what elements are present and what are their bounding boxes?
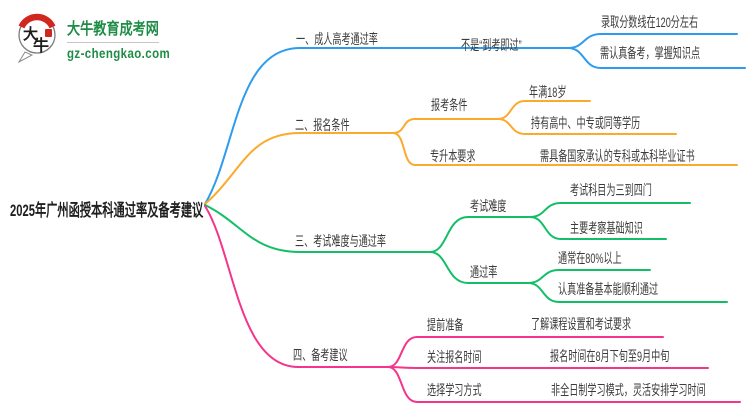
logo-badge-icon: 大 牛 — [17, 13, 56, 64]
leaf-3-over-80pct[interactable]: 通常在80%以上 — [558, 250, 622, 266]
topic-3-difficulty-passrate[interactable]: 三、考试难度与通过率 — [295, 233, 386, 249]
topic-1-note[interactable]: 不是“到考即过” — [461, 37, 522, 53]
branch3-child1-leaf1-line — [529, 202, 691, 218]
branch1-main-line — [204, 47, 569, 205]
leaf-3-basics[interactable]: 主要考察基础知识 — [570, 220, 643, 236]
topic-3-difficulty[interactable]: 考试难度 — [470, 198, 507, 214]
topic-2-requirements[interactable]: 二、报名条件 — [295, 117, 350, 133]
branch3-child1-line — [429, 216, 531, 253]
topic-4-study-mode[interactable]: 选择学习方式 — [427, 382, 482, 398]
leaf-2-diploma[interactable]: 需具备国家承认的专科或本科毕业证书 — [540, 148, 695, 164]
logo-divider — [67, 42, 159, 43]
root-topic[interactable]: 2025年广州函授本科通过率及备考建议 — [10, 201, 204, 220]
topic-4-advice[interactable]: 四、备考建议 — [293, 347, 348, 363]
leaf-4-flexible-study[interactable]: 非全日制学习模式，灵活安排学习时间 — [551, 382, 706, 398]
logo-url[interactable]: gz-chengkao.com — [67, 45, 171, 61]
leaf-3-pass-easily[interactable]: 认真准备基本能顺利通过 — [558, 281, 659, 297]
leaf-2-age-18[interactable]: 年满18岁 — [529, 84, 567, 100]
topic-2-upgrade-requirement[interactable]: 专升本要求 — [430, 148, 476, 164]
branch2-child1-line — [392, 118, 499, 134]
topic-4-prepare-early[interactable]: 提前准备 — [427, 317, 464, 333]
leaf-2-education-level[interactable]: 持有高中、中专或同等学历 — [531, 115, 641, 131]
branch2-main-line — [204, 132, 394, 205]
leaf-1-score-line[interactable]: 录取分数线在120分左右 — [601, 14, 699, 30]
topic-3-passrate[interactable]: 通过率 — [470, 264, 498, 280]
leaf-1-prepare[interactable]: 需认真备考，掌握知识点 — [600, 45, 701, 61]
topic-2-apply-conditions[interactable]: 报考条件 — [431, 97, 468, 113]
logo-seal — [45, 29, 52, 37]
site-logo[interactable]: 大 牛 大牛教育成考网 gz-chengkao.com — [14, 12, 193, 64]
logo-char-niu: 牛 — [33, 36, 49, 55]
topic-4-signup-time[interactable]: 关注报名时间 — [427, 349, 482, 365]
branch4-child2-line — [387, 366, 709, 369]
leaf-4-course-info[interactable]: 了解课程设置和考试要求 — [531, 316, 632, 332]
leaf-3-subjects[interactable]: 考试科目为三到四门 — [570, 182, 652, 198]
logo-title: 大牛教育成考网 — [67, 21, 159, 38]
logo-char-da: 大 — [23, 25, 38, 43]
topic-1-pass-rate[interactable]: 一、成人高考通过率 — [296, 31, 378, 47]
leaf-4-signup-window[interactable]: 报名时间在8月下旬至9月中旬 — [550, 348, 670, 364]
